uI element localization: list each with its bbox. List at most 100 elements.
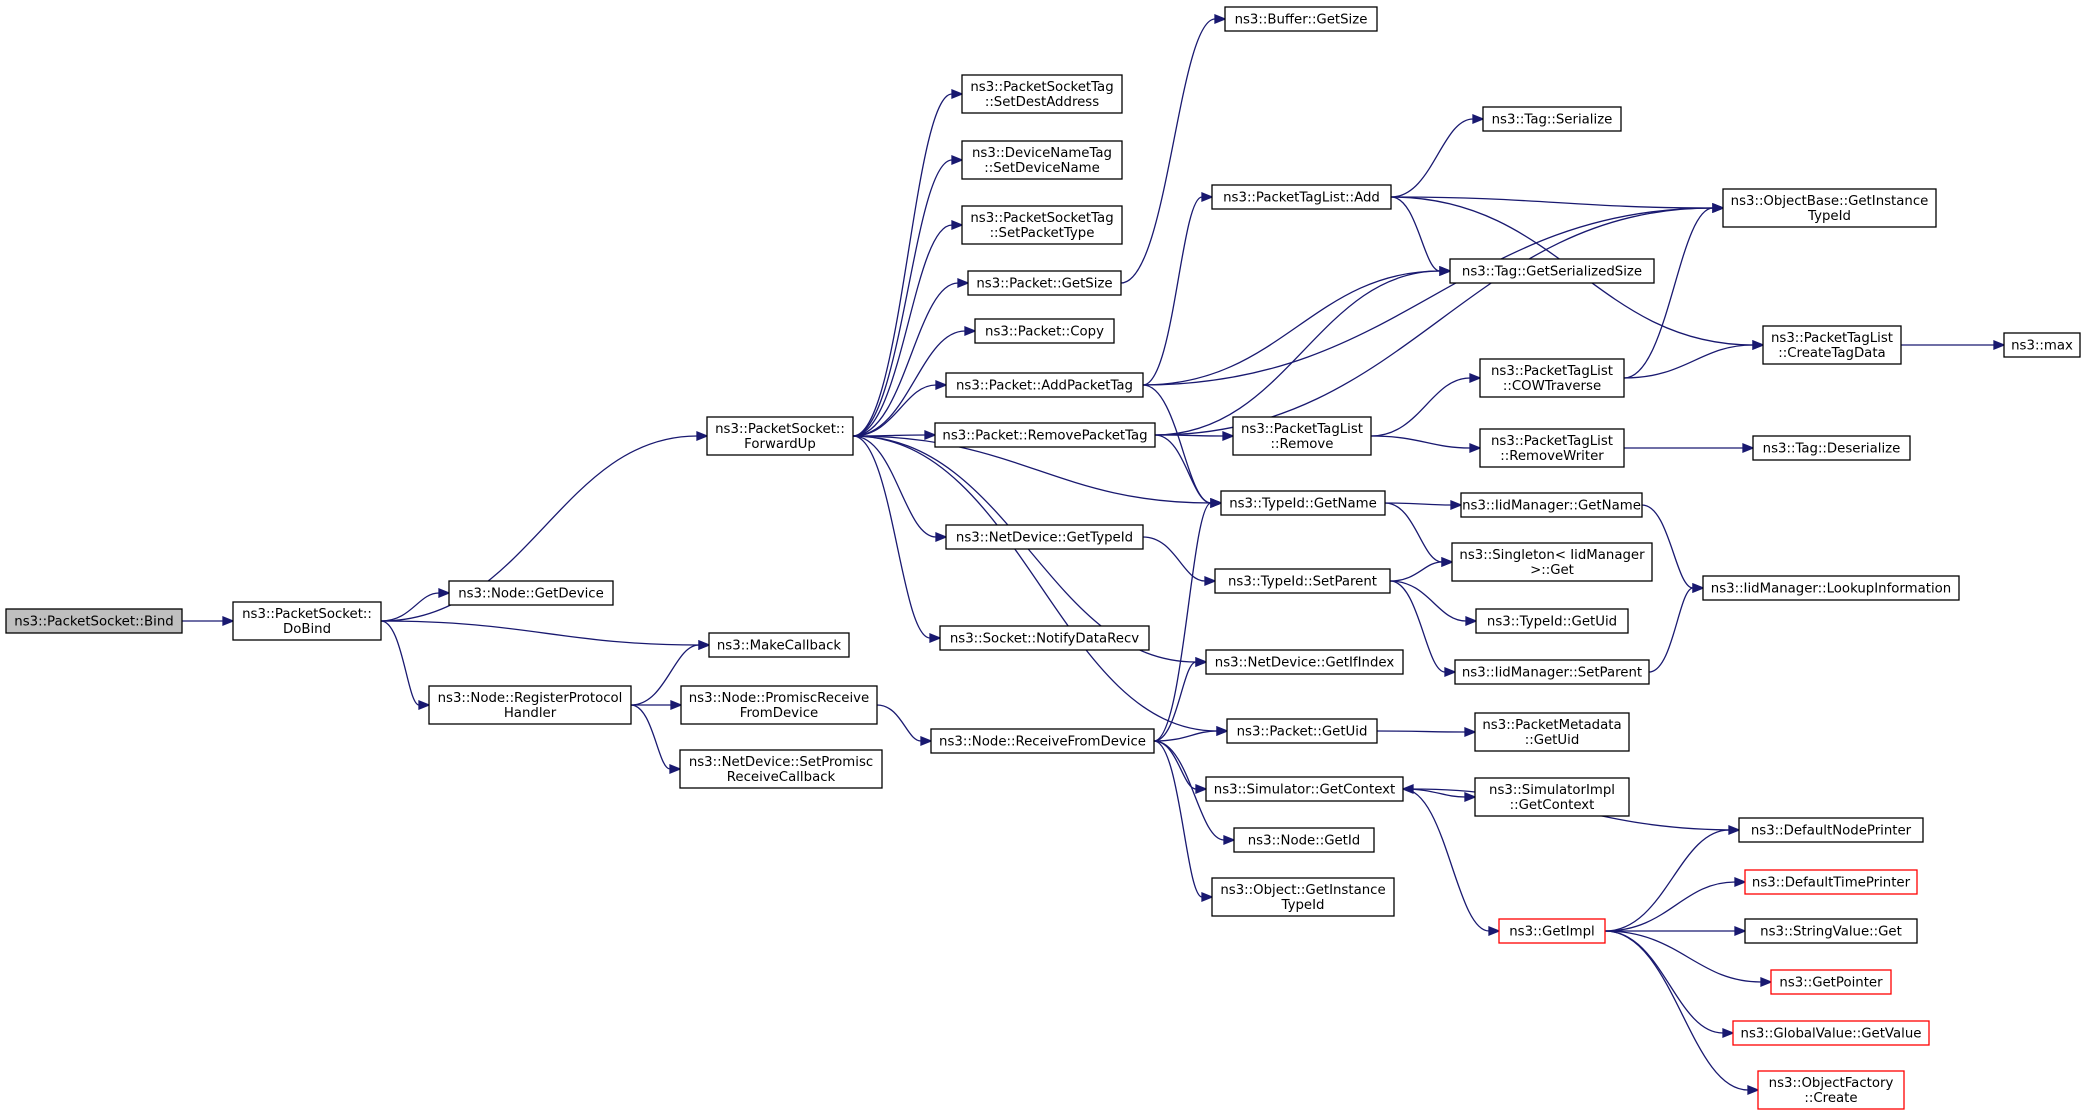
edge-line — [630, 704, 671, 770]
node-pktgetuid[interactable]: ns3::Packet::GetUid — [1226, 718, 1378, 744]
arrowhead — [1469, 373, 1482, 383]
arrowhead — [1204, 576, 1217, 586]
node-label: TypeId — [1281, 898, 1325, 913]
node-makecallback[interactable]: ns3::MakeCallback — [708, 632, 850, 658]
node-getdevice[interactable]: ns3::Node::GetDevice — [448, 580, 614, 606]
arrowhead — [670, 700, 683, 710]
node-simimplgetctx[interactable]: ns3::SimulatorImpl::GetContext — [1474, 777, 1630, 817]
edge-line — [1389, 580, 1446, 673]
node-label: ns3::ObjectBase::GetInstance — [1731, 194, 1929, 209]
node-box — [1702, 575, 1960, 601]
node-typeidgetuid[interactable]: ns3::TypeId::GetUid — [1475, 608, 1629, 634]
edge-forwardup-to-setdest — [852, 89, 964, 437]
node-taggetsersize[interactable]: ns3::Tag::GetSerializedSize — [1449, 258, 1655, 284]
node-typeidsetparent[interactable]: ns3::TypeId::SetParent — [1214, 568, 1391, 594]
node-label: ::GetContext — [1510, 798, 1595, 813]
node-ptlcreatetag[interactable]: ns3::PacketTagList::CreateTagData — [1762, 325, 1902, 365]
node-objfactcreate[interactable]: ns3::ObjectFactory::Create — [1757, 1070, 1905, 1110]
edge-recvfromdev-to-pktgetuid — [1153, 726, 1229, 742]
edge-dobind-to-makecallback — [380, 620, 711, 650]
node-dobind[interactable]: ns3::PacketSocket::DoBind — [232, 601, 382, 641]
node-getimpl[interactable]: ns3::GetImpl — [1498, 918, 1606, 944]
node-nodegetid[interactable]: ns3::Node::GetId — [1233, 827, 1375, 853]
edge-dobind-to-regproto — [380, 620, 431, 710]
node-pktcopy[interactable]: ns3::Packet::Copy — [974, 318, 1115, 344]
arrowhead — [1222, 431, 1235, 441]
arrowhead — [418, 700, 431, 710]
edge-iidsetparent-to-iidlookup — [1648, 583, 1705, 673]
arrowhead — [1401, 784, 1414, 794]
node-box — [5, 608, 183, 634]
arrowhead — [698, 640, 711, 650]
edge-line — [380, 620, 700, 646]
edge-getimpl-to-getpointer — [1604, 930, 1773, 987]
node-ptlcow[interactable]: ns3::PacketTagList::COWTraverse — [1479, 358, 1625, 398]
node-box — [1732, 1020, 1930, 1046]
edge-line — [1142, 196, 1203, 386]
node-gvgetvalue[interactable]: ns3::GlobalValue::GetValue — [1732, 1020, 1930, 1046]
node-ptlremovewriter[interactable]: ns3::PacketTagList::RemoveWriter — [1479, 428, 1625, 468]
node-rmpkttag[interactable]: ns3::Packet::RemovePacketTag — [934, 422, 1156, 448]
node-setpromisc[interactable]: ns3::NetDevice::SetPromiscReceiveCallbac… — [679, 749, 883, 789]
edge-line — [852, 224, 953, 437]
node-forwardup[interactable]: ns3::PacketSocket::ForwardUp — [706, 416, 854, 456]
node-getpointer[interactable]: ns3::GetPointer — [1770, 969, 1892, 995]
node-ndgettypeid[interactable]: ns3::NetDevice::GetTypeId — [945, 524, 1144, 550]
edge-addpkttag-to-ptladd — [1142, 192, 1214, 386]
node-tagdeserialize[interactable]: ns3::Tag::Deserialize — [1752, 435, 1911, 461]
node-setpkttype[interactable]: ns3::PacketSocketTag::SetPacketType — [961, 205, 1123, 245]
node-ptlremove[interactable]: ns3::PacketTagList::Remove — [1232, 416, 1372, 456]
edge-line — [852, 435, 1218, 732]
node-ndgetifindex[interactable]: ns3::NetDevice::GetIfIndex — [1205, 649, 1404, 675]
node-box — [1226, 718, 1378, 744]
node-setdevname[interactable]: ns3::DeviceNameTag::SetDeviceName — [961, 140, 1123, 180]
node-label: ns3::PacketSocket:: — [242, 607, 372, 622]
node-label: ::GetUid — [1525, 733, 1580, 748]
node-notifydata[interactable]: ns3::Socket::NotifyDataRecv — [939, 625, 1150, 651]
node-label: ns3::IidManager::SetParent — [1462, 666, 1642, 681]
node-box — [1479, 428, 1625, 468]
edge-line — [1604, 930, 1724, 1034]
node-box — [448, 580, 614, 606]
node-singletonget[interactable]: ns3::Singleton< IidManager>::Get — [1451, 542, 1653, 582]
node-box — [945, 524, 1144, 550]
node-simgetcontext[interactable]: ns3::Simulator::GetContext — [1205, 776, 1404, 802]
node-setdest[interactable]: ns3::PacketSocketTag::SetDestAddress — [961, 74, 1123, 114]
node-pmgetuid[interactable]: ns3::PacketMetadata::GetUid — [1474, 712, 1630, 752]
node-label: ns3::PacketSocketTag — [970, 80, 1113, 95]
node-box — [1744, 918, 1918, 944]
arrowhead — [951, 89, 964, 99]
edge-line — [1376, 730, 1466, 733]
node-defnodeprinter[interactable]: ns3::DefaultNodePrinter — [1738, 817, 1924, 843]
edge-recvfromdev-to-typeidgetname — [1153, 498, 1223, 742]
node-deftimeprinter[interactable]: ns3::DefaultTimePrinter — [1744, 869, 1918, 895]
node-label: ns3::StringValue::Get — [1760, 925, 1902, 940]
node-typeidgetname[interactable]: ns3::TypeId::GetName — [1220, 490, 1386, 516]
node-pktgetsize[interactable]: ns3::Packet::GetSize — [967, 270, 1122, 296]
arrowhead — [1201, 892, 1214, 902]
node-iidgetname[interactable]: ns3::IidManager::GetName — [1460, 492, 1643, 518]
edge-line — [1604, 881, 1736, 932]
node-box — [1454, 659, 1650, 685]
node-ptladd[interactable]: ns3::PacketTagList::Add — [1211, 184, 1392, 210]
node-iidlookup[interactable]: ns3::IidManager::LookupInformation — [1702, 575, 1960, 601]
node-box — [930, 728, 1155, 754]
arrowhead — [1195, 784, 1208, 794]
node-iidsetparent[interactable]: ns3::IidManager::SetParent — [1454, 659, 1650, 685]
node-bufgetsize[interactable]: ns3::Buffer::GetSize — [1224, 6, 1378, 32]
node-label: ns3::PacketSocket:: — [715, 422, 845, 437]
node-box — [1474, 712, 1630, 752]
node-recvfromdev[interactable]: ns3::Node::ReceiveFromDevice — [930, 728, 1155, 754]
edge-line — [1142, 270, 1441, 386]
node-strvalget[interactable]: ns3::StringValue::Get — [1744, 918, 1918, 944]
node-max[interactable]: ns3::max — [2003, 332, 2081, 358]
node-addpkttag[interactable]: ns3::Packet::AddPacketTag — [945, 372, 1144, 398]
node-label: ns3::GlobalValue::GetValue — [1741, 1027, 1922, 1042]
edge-line — [1389, 561, 1443, 582]
node-tagserialize[interactable]: ns3::Tag::Serialize — [1482, 106, 1622, 132]
edge-line — [1370, 435, 1471, 449]
